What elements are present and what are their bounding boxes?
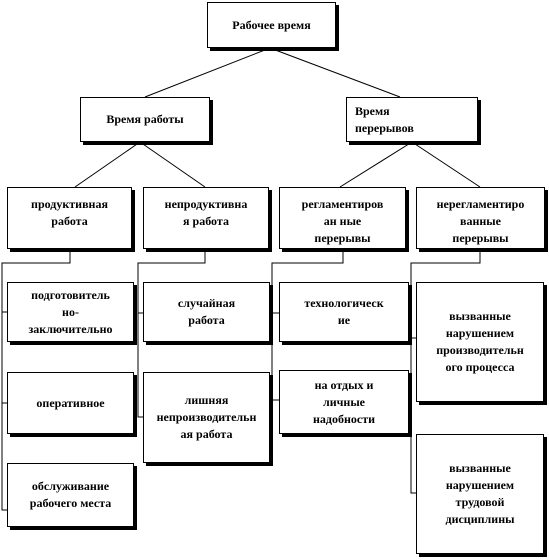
node-random-work-label: случайная работа [177,296,236,327]
node-regulated: регламентиров ан ные перерывы [279,187,406,249]
node-process-violation: вызванные нарушением производительн ого … [416,282,544,402]
node-technological-label: технологическ ие [304,296,384,327]
node-discipline-violation-label: вызванные нарушением трудовой дисциплины [445,461,515,526]
node-productive: продуктивная работа [7,187,132,249]
node-rest-personal-label: на отдых и личные надобности [312,377,376,426]
node-break-time: Время перерывов [346,97,478,142]
node-productive-label: продуктивная работа [31,197,108,228]
node-operative: оперативное [7,372,134,434]
node-unproductive: непродуктивна я работа [143,187,269,249]
node-work-time: Время работы [80,97,210,142]
node-regulated-label: регламентиров ан ные перерывы [301,197,384,245]
node-root: Рабочее время [207,2,336,48]
node-unregulated-label: нерегламентиро ванные перерывы [436,197,525,245]
node-workplace-service-label: обслуживание рабочего места [29,479,112,510]
node-discipline-violation: вызванные нарушением трудовой дисциплины [416,434,544,554]
node-unproductive-label: непродуктивна я работа [164,197,248,228]
node-rest-personal: на отдых и личные надобности [279,370,409,434]
node-root-label: Рабочее время [232,17,311,32]
node-operative-label: оперативное [36,395,105,410]
node-break-time-label: Время перерывов [355,103,414,135]
node-prep-final-label: подготовитель но- заключительно [28,287,113,336]
node-work-time-label: Время работы [106,112,184,126]
node-excess-work: лишняя непроизводительн ая работа [143,372,270,463]
node-process-violation-label: вызванные нарушением производительн ого … [436,309,524,374]
node-random-work: случайная работа [143,282,270,342]
node-prep-final: подготовитель но- заключительно [7,282,134,342]
node-excess-work-label: лишняя непроизводительн ая работа [156,393,257,441]
node-unregulated: нерегламентиро ванные перерывы [416,187,545,249]
node-workplace-service: обслуживание рабочего места [7,463,134,527]
node-technological: технологическ ие [279,282,409,342]
